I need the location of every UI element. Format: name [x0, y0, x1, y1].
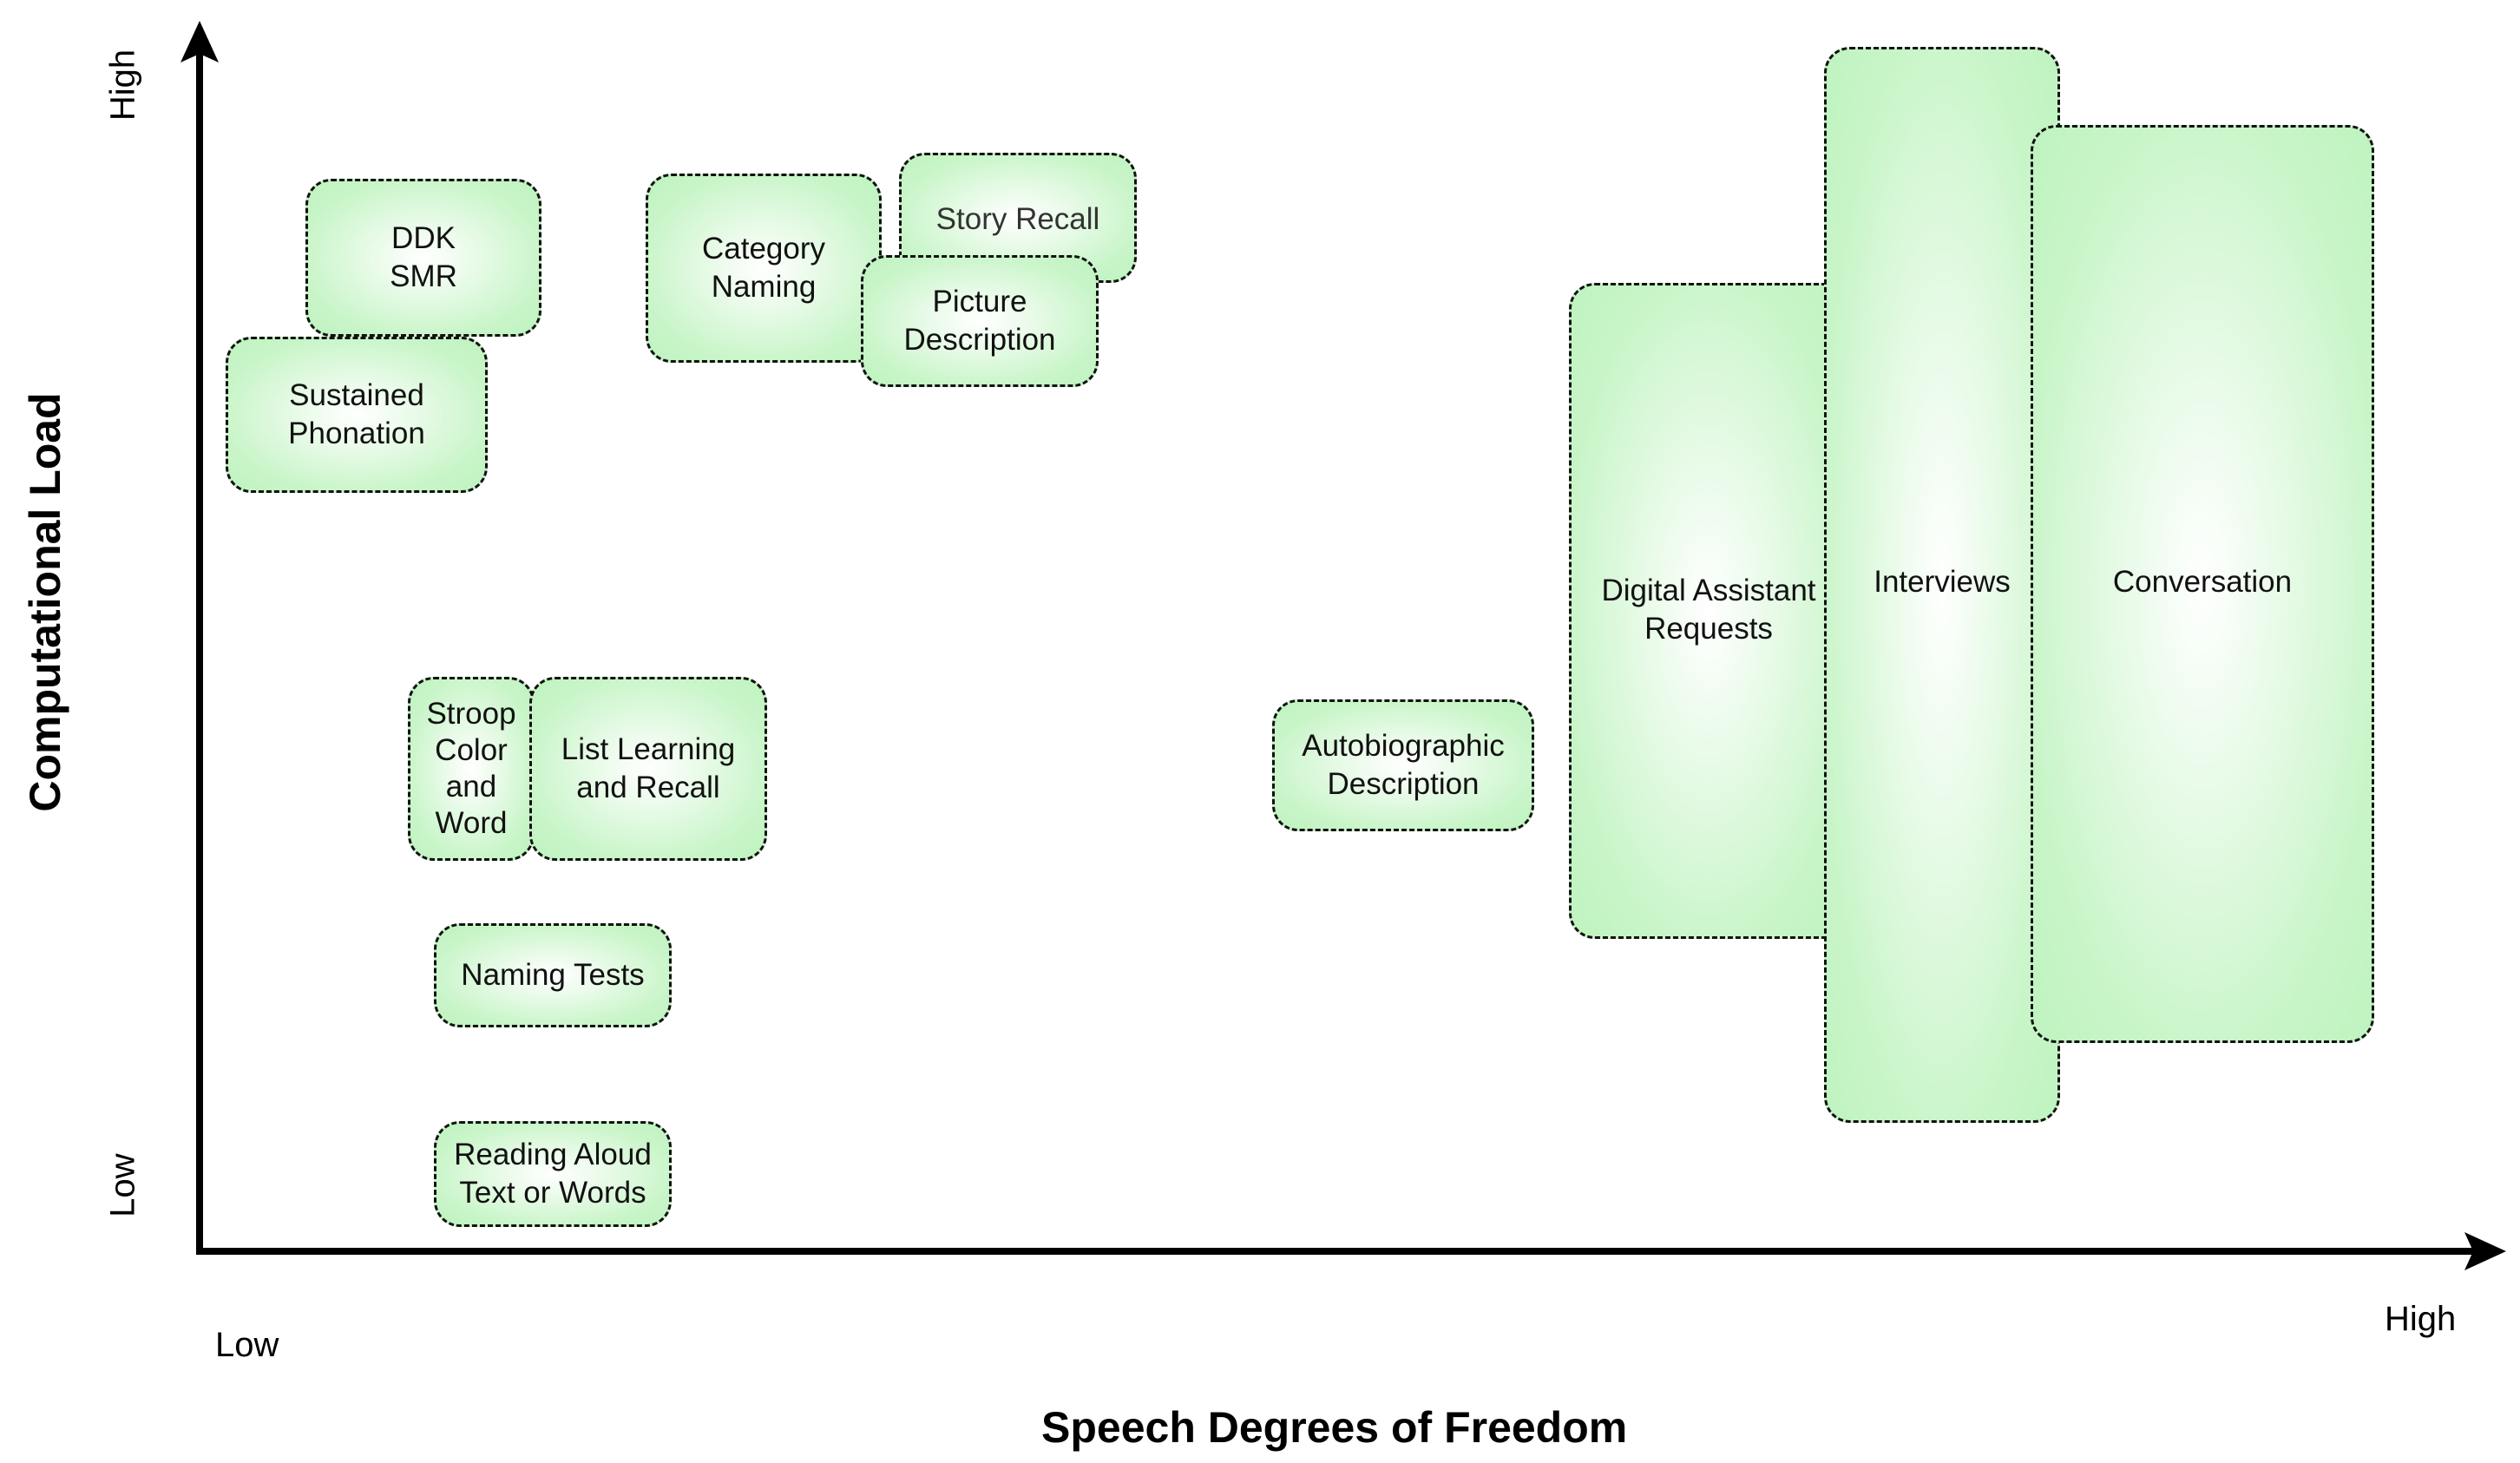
task-interviews: Interviews — [1824, 47, 2060, 1123]
task-list-learning-and-recall: List Learning and Recall — [529, 677, 767, 861]
x-axis-high-label: High — [2385, 1300, 2457, 1338]
task-reading-aloud: Reading Aloud Text or Words — [434, 1121, 672, 1227]
task-ddk-smr: DDK SMR — [305, 179, 541, 337]
task-naming-tests: Naming Tests — [434, 923, 672, 1027]
task-autobiographic-description: Autobiographic Description — [1272, 699, 1534, 831]
x-axis-title: Speech Degrees of Freedom — [1041, 1403, 1628, 1452]
task-picture-description: Picture Description — [861, 255, 1099, 387]
task-conversation: Conversation — [2031, 125, 2374, 1043]
task-category-naming: Category Naming — [646, 174, 882, 363]
y-axis-arrowhead — [180, 21, 219, 62]
task-stroop-color-and-word: Stroop Color and Word — [408, 677, 535, 861]
x-axis-arrowhead — [2464, 1232, 2506, 1270]
y-axis-high-label: High — [103, 49, 142, 121]
y-axis-title: Computational Load — [21, 392, 69, 812]
x-axis-low-label: Low — [215, 1326, 279, 1364]
task-digital-assistant-requests: Digital Assistant Requests — [1569, 283, 1848, 939]
task-story-recall: Story Recall — [899, 153, 1137, 283]
y-axis-low-label: Low — [103, 1153, 142, 1217]
task-sustained-phonation: Sustained Phonation — [226, 337, 488, 493]
